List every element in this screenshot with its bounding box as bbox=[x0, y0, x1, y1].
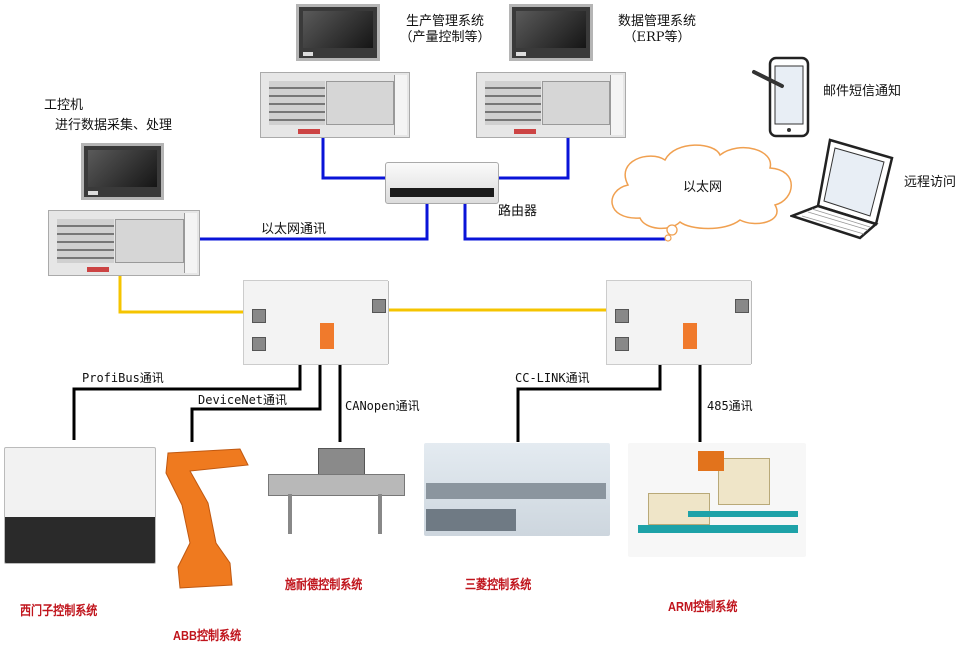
data-system-label: 数据管理系统 （ERP等） bbox=[602, 14, 712, 46]
schneider-system-label: 施耐德控制系统 bbox=[285, 577, 363, 592]
production-system-subtitle: （产量控制等） bbox=[399, 30, 491, 45]
cloud-shape bbox=[611, 144, 792, 230]
production-system-title: 生产管理系统 bbox=[405, 14, 484, 29]
devicenet-line bbox=[190, 362, 322, 442]
router-label: 路由器 bbox=[498, 204, 538, 219]
production-system-label: 生产管理系统 （产量控制等） bbox=[390, 14, 500, 46]
siemens-cnc-machine bbox=[4, 447, 156, 564]
siemens-system-label: 西门子控制系统 bbox=[20, 603, 98, 618]
ethernet-line-data bbox=[496, 137, 570, 180]
profibus-line bbox=[72, 362, 302, 440]
arm-palletizing-line bbox=[628, 443, 806, 557]
laptop-icon bbox=[790, 138, 894, 240]
cclink-line bbox=[516, 362, 662, 442]
data-system-subtitle: （ERP等） bbox=[623, 30, 691, 45]
tablet-icon bbox=[752, 56, 810, 138]
ethernet-line-ipc bbox=[200, 203, 429, 241]
ipc-chassis bbox=[48, 210, 200, 276]
mitsubishi-production-line bbox=[424, 443, 610, 536]
data-server bbox=[476, 72, 626, 138]
production-monitor bbox=[296, 4, 380, 61]
cloud-tail-large bbox=[666, 224, 678, 236]
abb-robot-arm bbox=[165, 448, 249, 589]
ethernet-line-cloud bbox=[463, 203, 668, 241]
cclink-label: CC-LINK通讯 bbox=[515, 371, 590, 385]
fieldbus-line-ipc-plc bbox=[118, 275, 243, 314]
rs485-label: 485通讯 bbox=[707, 399, 753, 413]
data-system-title: 数据管理系统 bbox=[617, 14, 696, 29]
cloud-tail-small bbox=[664, 234, 672, 242]
production-server bbox=[260, 72, 410, 138]
cloud-label: 以太网 bbox=[683, 180, 723, 195]
mitsubishi-system-label: 三菱控制系统 bbox=[465, 577, 532, 592]
laptop-label: 远程访问 bbox=[904, 175, 957, 190]
plc-rack-left bbox=[243, 280, 389, 365]
tablet-label: 邮件短信通知 bbox=[823, 84, 902, 99]
profibus-label: ProfiBus通讯 bbox=[82, 371, 164, 385]
schneider-conveyor bbox=[268, 448, 405, 538]
abb-system-label: ABB控制系统 bbox=[173, 628, 242, 643]
ipc-subtitle: 进行数据采集、处理 bbox=[55, 118, 173, 133]
plc-rack-right bbox=[606, 280, 752, 365]
data-monitor bbox=[509, 4, 593, 61]
router-device bbox=[385, 162, 499, 204]
ethernet-link-label: 以太网通讯 bbox=[261, 222, 327, 237]
ethernet-line-production bbox=[321, 137, 385, 180]
ipc-title: 工控机 bbox=[44, 98, 84, 113]
ipc-monitor bbox=[81, 143, 164, 200]
canopen-label: CANopen通讯 bbox=[345, 399, 420, 413]
arm-system-label: ARM控制系统 bbox=[668, 599, 738, 614]
devicenet-label: DeviceNet通讯 bbox=[198, 393, 288, 407]
